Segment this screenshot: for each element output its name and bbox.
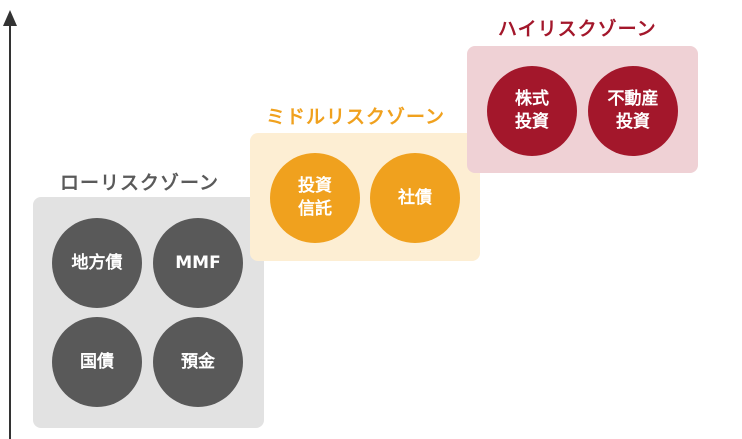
item-deposits: 預金 [153, 317, 243, 407]
item-government-bonds: 国債 [52, 317, 142, 407]
high-risk-zone-title: ハイリスクゾーン [498, 18, 657, 40]
low-risk-zone-title: ローリスクゾーン [60, 172, 220, 194]
item-real-estate-investment: 不動産 投資 [588, 66, 678, 156]
axis-arrow-icon [3, 10, 17, 26]
item-local-bonds: 地方債 [52, 218, 142, 308]
item-stock-investment: 株式 投資 [487, 66, 577, 156]
risk-axis [9, 22, 11, 439]
middle-risk-zone-title: ミドルリスクゾーン [266, 106, 446, 128]
item-corporate-bonds: 社債 [370, 153, 460, 243]
item-investment-trusts: 投資 信託 [270, 153, 360, 243]
item-mmf: MMF [153, 218, 243, 308]
